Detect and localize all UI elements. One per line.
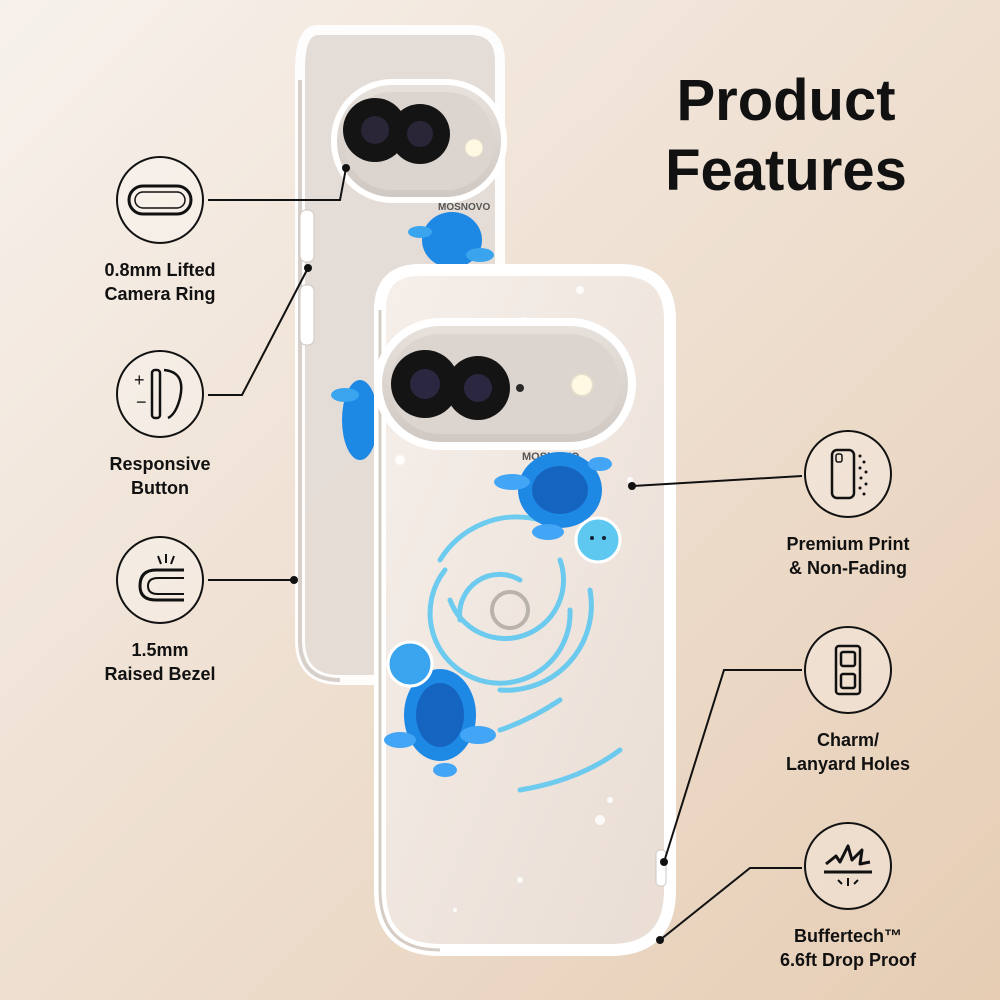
feature-label-line2: Camera Ring [104, 284, 216, 304]
feature-lanyard-holes: Charm/ Lanyard Holes [774, 626, 922, 776]
title-line-1: Product [676, 68, 896, 133]
feature-label-line1: Buffertech™ [793, 926, 902, 946]
feature-camera-ring: 0.8mm Lifted Camera Ring [90, 156, 230, 306]
feature-label-line1: 1.5mm [131, 640, 189, 660]
feature-label-line2: 6.6ft Drop Proof [779, 950, 916, 970]
svg-text:−: − [136, 392, 147, 412]
feature-label-line1: 0.8mm Lifted [104, 260, 216, 280]
swirl-pattern [427, 514, 623, 793]
feature-label-line1: Charm/ [816, 730, 879, 750]
camera-ring-icon [116, 156, 204, 244]
feature-buffertech: Buffertech™ 6.6ft Drop Proof [770, 822, 926, 972]
turtle-bottom [384, 640, 496, 777]
back-brand-text: MOSNOVO [438, 202, 490, 213]
feature-premium-print: Premium Print & Non-Fading [774, 430, 922, 580]
button-icon: + − [116, 350, 204, 438]
print-icon [804, 430, 892, 518]
feature-label-line2: Raised Bezel [104, 664, 216, 684]
title-line-2: Features [665, 138, 907, 203]
feature-raised-bezel: 1.5mm Raised Bezel [88, 536, 232, 686]
bezel-icon [116, 536, 204, 624]
feature-responsive-button: + − Responsive Button [88, 350, 232, 500]
feature-label-line1: Responsive [109, 454, 211, 474]
lanyard-holes-icon [804, 626, 892, 714]
feature-label-line2: Lanyard Holes [785, 754, 911, 774]
front-phone: MOSNOVO [374, 264, 676, 956]
turtle-top [494, 452, 622, 564]
svg-text:+: + [134, 370, 145, 390]
page-title: Product Features [636, 66, 936, 206]
feature-label-line2: & Non-Fading [789, 558, 907, 578]
shock-absorb-icon [804, 822, 892, 910]
feature-label-line1: Premium Print [786, 534, 910, 554]
feature-label-line2: Button [131, 478, 189, 498]
